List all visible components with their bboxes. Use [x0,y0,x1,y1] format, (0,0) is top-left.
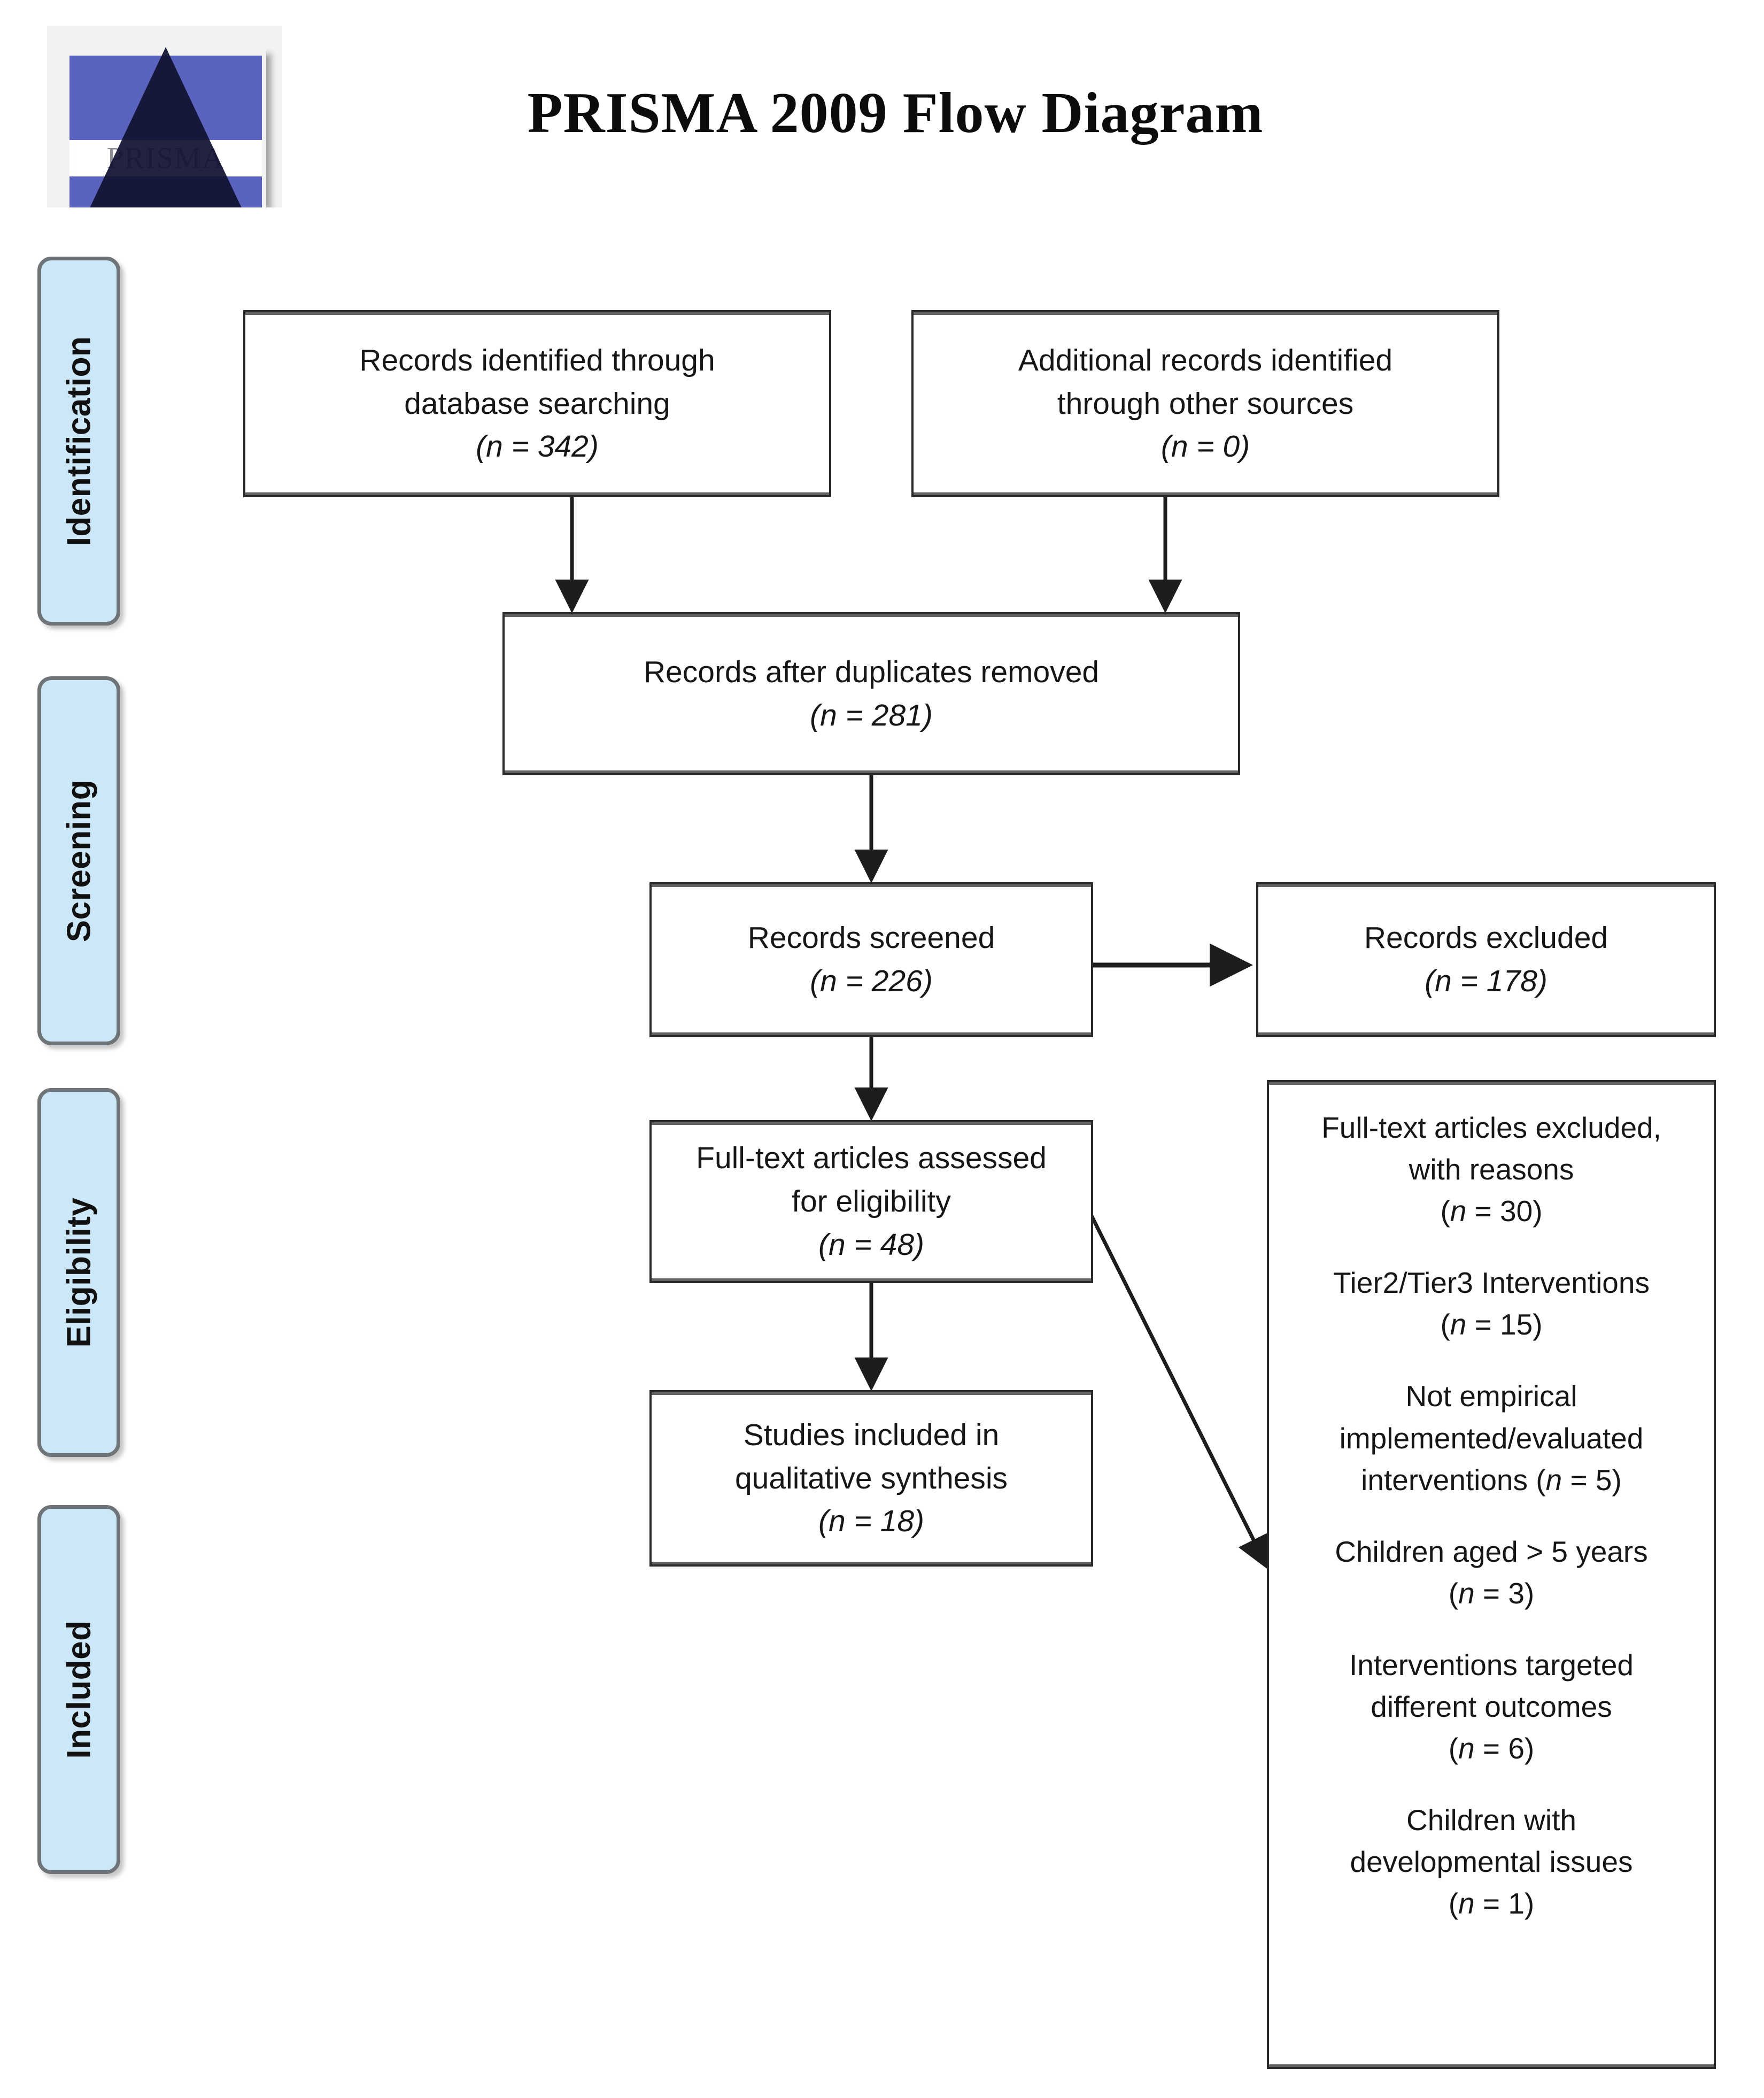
reason-item: Full-text articles excluded,with reasons… [1321,1111,1661,1228]
box-line: Records screened [747,921,995,955]
page-title: PRISMA 2009 Flow Diagram [527,81,1264,145]
stage-label-included: Included [37,1505,120,1874]
box-count: (n = 342) [476,429,599,464]
box-count: (n = 281) [810,698,933,732]
prisma-logo: PRISMA [47,26,282,207]
box-fulltext-articles-assessed: Full-text articles assessed for eligibil… [649,1120,1093,1283]
reason-item: Tier2/Tier3 Interventions(n = 15) [1333,1266,1650,1341]
logo-prism-triangle-icon [75,47,257,207]
box-count: (n = 18) [818,1504,925,1539]
edge-fulltext-to-reasons [1088,1213,1269,1570]
box-records-excluded: Records excluded (n = 178) [1256,882,1716,1037]
box-line: Additional records identified [1018,343,1393,377]
reason-item: Children aged > 5 years(n = 3) [1335,1534,1648,1610]
stage-label-screening: Screening [37,676,120,1045]
box-line: Records excluded [1364,921,1608,955]
box-studies-included-qualitative: Studies included in qualitative synthesi… [649,1390,1093,1567]
box-fulltext-excluded-with-reasons: Full-text articles excluded,with reasons… [1267,1080,1716,2069]
box-line: Studies included in [743,1417,1000,1452]
box-count: (n = 0) [1160,429,1250,464]
stage-label-identification-text: Identification [60,336,97,546]
stage-label-identification: Identification [37,257,120,626]
box-count: (n = 226) [810,964,933,998]
box-line: qualitative synthesis [734,1461,1008,1495]
box-count: (n = 48) [818,1227,925,1262]
box-line: database searching [404,386,670,421]
stage-label-eligibility-text: Eligibility [60,1197,97,1348]
box-line: through other sources [1057,386,1354,421]
box-line: Records after duplicates removed [643,654,1100,689]
box-records-screened: Records screened (n = 226) [649,882,1093,1037]
box-line: Records identified through [359,343,715,377]
box-line: for eligibility [792,1184,951,1219]
box-records-identified-database: Records identified through database sear… [243,310,831,497]
stage-label-eligibility: Eligibility [37,1088,120,1457]
stage-label-included-text: Included [60,1620,97,1759]
box-line: Full-text articles assessed [696,1141,1047,1176]
box-additional-records-other-sources: Additional records identified through ot… [911,310,1499,497]
box-records-after-duplicates-removed: Records after duplicates removed (n = 28… [502,612,1240,775]
box-count: (n = 178) [1425,964,1548,998]
stage-label-screening-text: Screening [60,779,97,943]
